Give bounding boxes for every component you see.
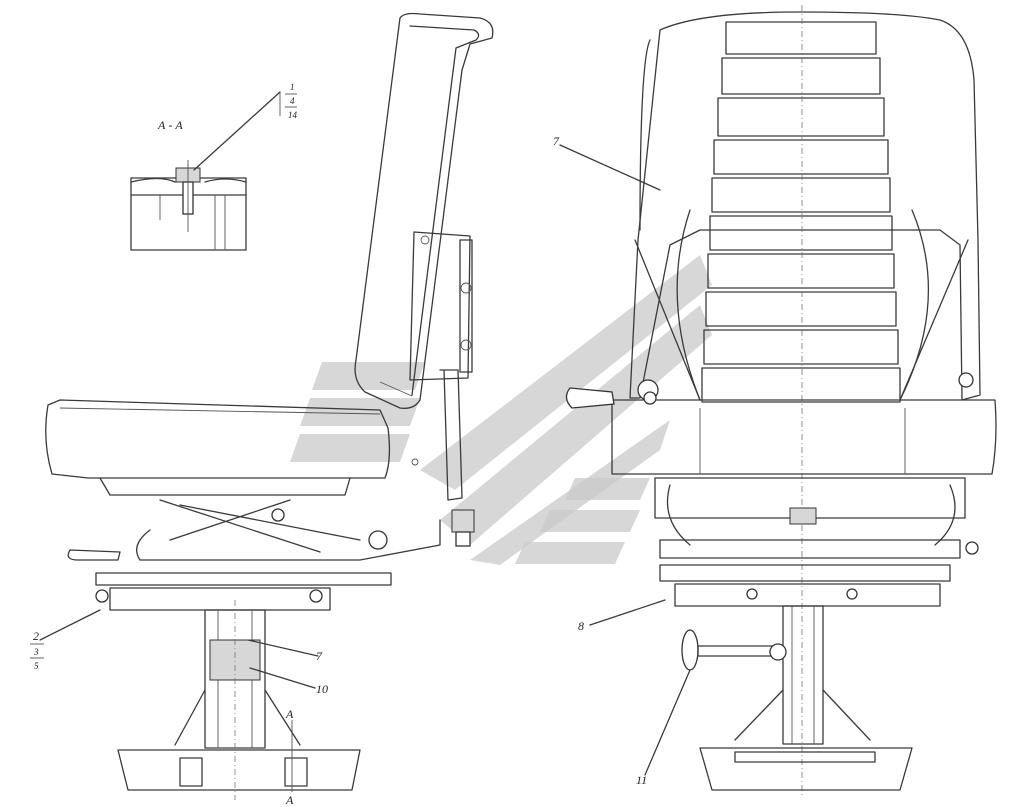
backrest-panels: [701, 21, 901, 403]
cut-marker-top: А: [285, 707, 294, 721]
watermark-logo: [290, 255, 712, 565]
callout-1-sub-1: 4: [290, 96, 295, 106]
section-view-a-a: А - А 1 4 14: [130, 82, 298, 251]
callout-8: 8: [578, 619, 584, 633]
callout-7-side: 7: [316, 649, 323, 663]
seat-side-view: А А 2 3 5 7 10: [30, 12, 494, 807]
callout-10: 10: [316, 682, 328, 696]
seat-front-view: 7 8 11: [553, 5, 997, 795]
callout-2: 2: [33, 629, 39, 643]
callout-2-sub-1: 3: [33, 647, 39, 657]
callout-1: 1: [290, 82, 295, 92]
section-title: А - А: [157, 118, 183, 132]
callout-7-front: 7: [553, 134, 560, 148]
callout-11: 11: [636, 773, 647, 787]
callout-1-sub-2: 14: [288, 110, 298, 120]
callout-2-sub-2: 5: [34, 661, 39, 671]
cut-marker-bottom: А: [285, 793, 294, 807]
